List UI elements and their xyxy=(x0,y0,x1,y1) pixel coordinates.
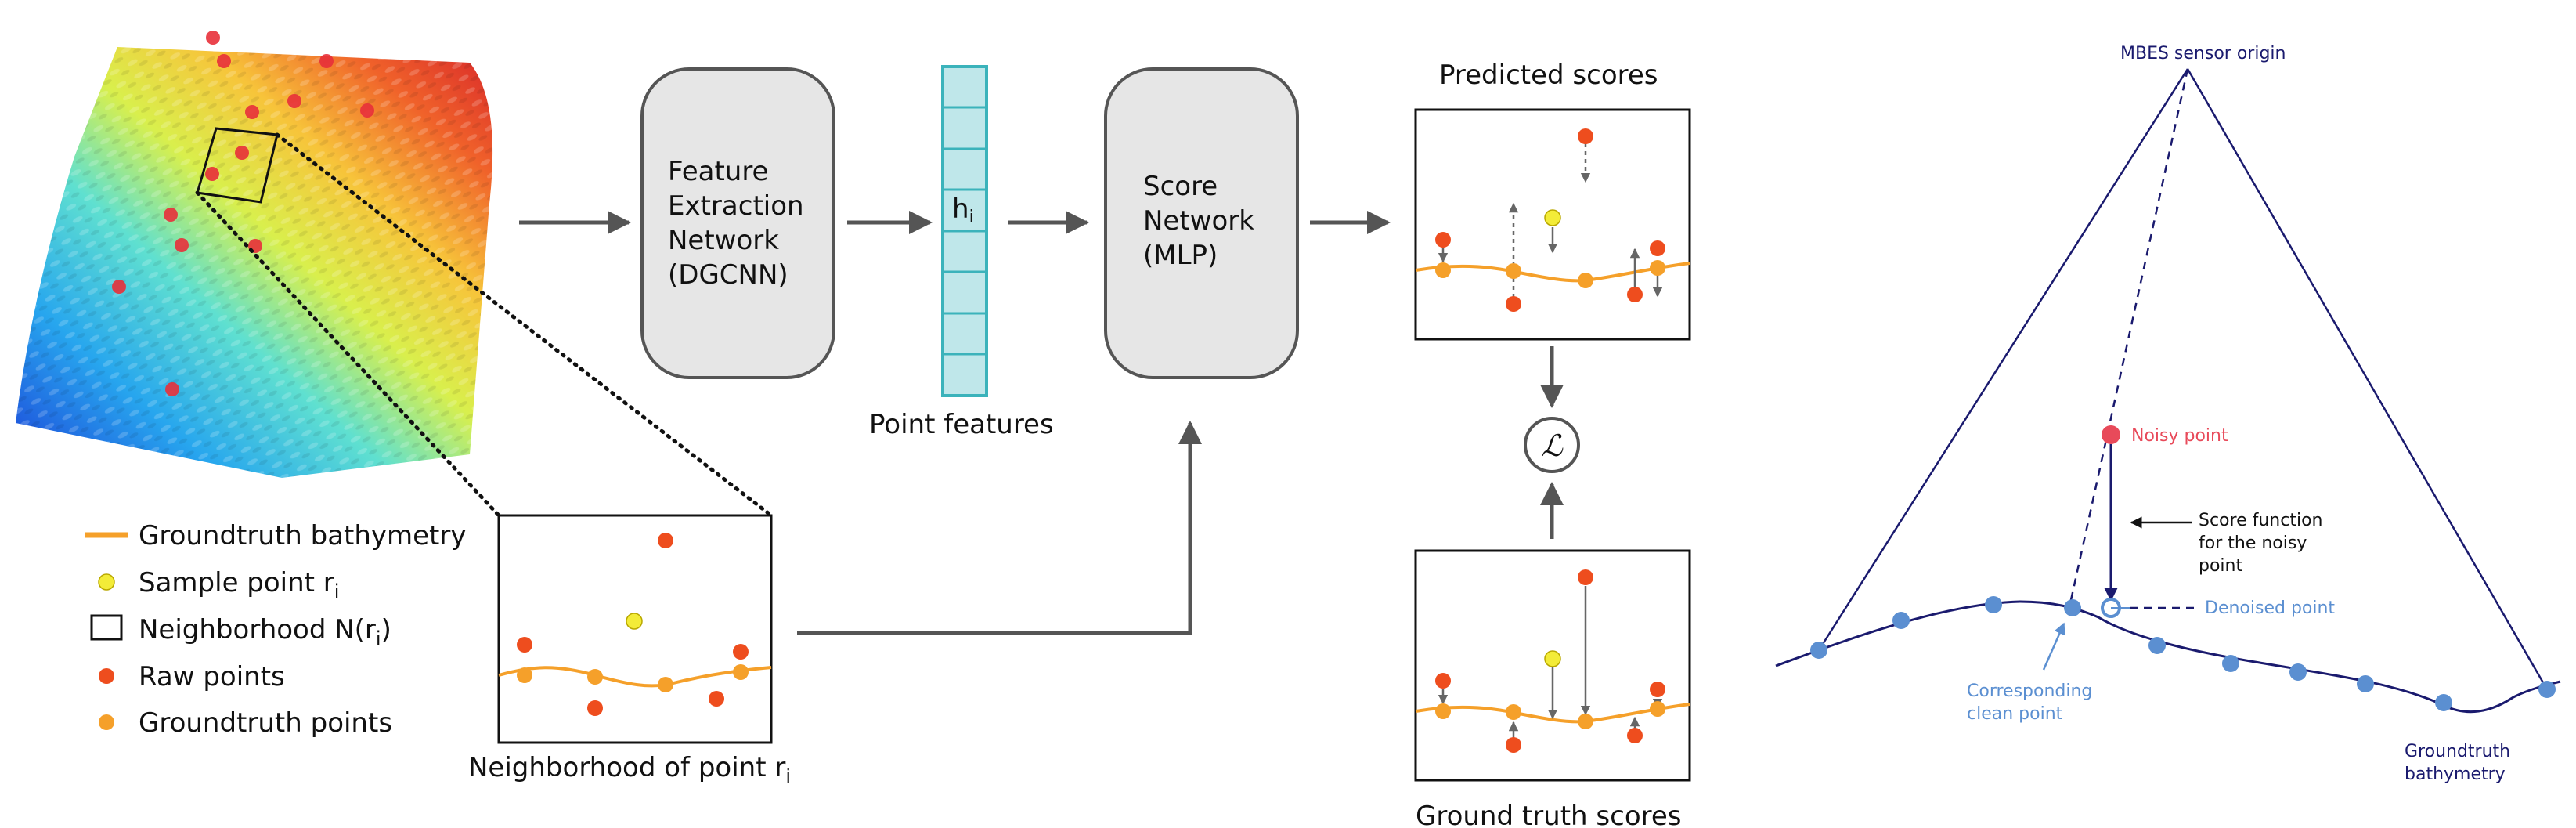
score-function-line-1: for the noisy xyxy=(2199,533,2307,553)
score-function-line-0: Score function xyxy=(2199,511,2322,530)
legend-label-4: Groundtruth points xyxy=(139,707,392,739)
neighborhood-square xyxy=(196,127,279,204)
legend-sub-1: i xyxy=(334,580,340,602)
zoom-line-left xyxy=(195,190,501,518)
legend-marker-orange-dot xyxy=(99,714,114,730)
feature-net-line-2: Network xyxy=(668,225,779,256)
svg-text:Raw points: Raw points xyxy=(139,661,285,692)
noisy-point-marker xyxy=(2102,425,2120,444)
clean-point-line-0: Corresponding xyxy=(1967,682,2092,701)
point-features-label: Point features xyxy=(869,409,1054,440)
feature-extraction-network-box: Feature Extraction Network (DGCNN) xyxy=(640,67,835,379)
ground-truth-scores-box xyxy=(1414,549,1691,782)
feature-net-line-3: (DGCNN) xyxy=(668,259,788,291)
legend-label-0: Groundtruth bathymetry xyxy=(139,520,467,551)
legend-suffix-2: ) xyxy=(381,614,391,645)
legend-label-2: Neighborhood N(r xyxy=(139,614,376,645)
pipeline-arrows xyxy=(519,211,1564,635)
legend-marker-yellow-dot xyxy=(98,573,115,591)
score-net-line-0: Score xyxy=(1143,171,1218,202)
legend: Groundtruth bathymetry Sample point ri N… xyxy=(85,520,467,739)
predicted-scores-box xyxy=(1414,108,1691,341)
svg-text:Neighborhood N(ri): Neighborhood N(ri) xyxy=(139,614,391,649)
feature-net-line-1: Extraction xyxy=(668,190,804,222)
svg-text:Groundtruth bathymetry: Groundtruth bathymetry xyxy=(139,520,467,551)
groundtruth-line-1: bathymetry xyxy=(2405,765,2506,784)
score-net-line-2: (MLP) xyxy=(1143,240,1218,271)
neighborhood-zoom-box xyxy=(497,514,773,744)
noisy-point-label: Noisy point xyxy=(2131,426,2228,446)
arrow-neighborhood-to-score xyxy=(797,421,1202,635)
bathymetry-points xyxy=(1810,596,2556,711)
groundtruth-bathymetry-curve xyxy=(1775,600,2561,714)
score-function-line-2: point xyxy=(2199,556,2242,576)
legend-marker-red-dot xyxy=(99,668,114,684)
loss-node: ℒ xyxy=(1524,417,1580,473)
svg-text:Groundtruth points: Groundtruth points xyxy=(139,707,392,739)
clean-point-line-1: clean point xyxy=(1967,704,2063,724)
legend-sub-2: i xyxy=(376,627,381,649)
predicted-scores-label: Predicted scores xyxy=(1439,60,1658,91)
zoom-raw-points xyxy=(517,533,749,716)
sensor-origin-label: MBES sensor origin xyxy=(2120,44,2286,63)
denoised-point-label: Denoised point xyxy=(2205,598,2335,618)
legend-label-1: Sample point r xyxy=(139,567,334,598)
score-network-box: Score Network (MLP) xyxy=(1104,67,1299,379)
ground-truth-scores-label: Ground truth scores xyxy=(1416,801,1682,828)
zoom-line-right xyxy=(275,132,774,518)
svg-text:Sample point ri: Sample point ri xyxy=(139,567,339,602)
legend-marker-square xyxy=(90,614,123,641)
score-net-line-1: Network xyxy=(1143,205,1254,237)
feature-net-line-0: Feature xyxy=(668,156,768,187)
mbes-diagram xyxy=(1775,68,2561,714)
point-feature-symbol: hi xyxy=(952,193,974,227)
loss-symbol: ℒ xyxy=(1541,428,1564,463)
zoom-sample-point xyxy=(626,613,643,630)
terrain-raw-points xyxy=(112,31,374,396)
groundtruth-line-0: Groundtruth xyxy=(2405,742,2510,761)
zoom-gt-points xyxy=(517,664,749,692)
terrain-point-cloud xyxy=(16,31,774,518)
legend-label-3: Raw points xyxy=(139,661,285,692)
neighborhood-caption: Neighborhood of point ri xyxy=(468,752,791,787)
point-features-vector: hi xyxy=(941,65,988,397)
